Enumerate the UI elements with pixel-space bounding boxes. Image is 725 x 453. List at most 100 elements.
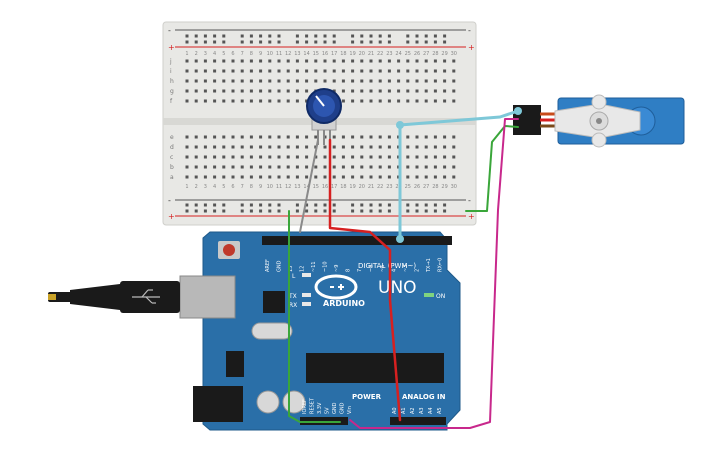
row-label: c [170, 154, 173, 161]
row-label: g [170, 88, 174, 95]
capacitor-1 [256, 390, 280, 414]
rail-minus-label: - [168, 26, 171, 35]
column-label: 24 [395, 51, 401, 57]
column-label: 28 [432, 184, 438, 190]
on-label: ON [436, 293, 445, 300]
usb-icon [132, 289, 160, 304]
column-label: 17 [331, 184, 337, 190]
power-pin-label: GND [340, 402, 346, 414]
column-label: 16 [322, 184, 328, 190]
analog-pin-label: A5 [437, 407, 443, 414]
led-rx [302, 302, 311, 306]
column-label: 8 [250, 184, 253, 190]
crystal [251, 322, 293, 340]
arduino-logo-icon [314, 274, 358, 300]
power-jack [193, 386, 243, 422]
digital-pin-label: ~11 [311, 261, 317, 272]
column-label: 4 [213, 184, 216, 190]
column-label: 11 [276, 184, 282, 190]
digital-pin-label: 7 [357, 269, 363, 272]
digital-pin-label: ~3 [403, 265, 409, 272]
rail-minus-label: - [468, 26, 471, 35]
row-label: d [170, 144, 174, 151]
wire-gray-signal [299, 139, 319, 233]
potentiometer[interactable] [306, 88, 342, 145]
column-label: 15 [313, 51, 319, 57]
power-pin-label: IOREF [302, 399, 308, 414]
led-l-label: L [292, 273, 296, 280]
column-label: 3 [204, 51, 207, 57]
column-label: 23 [386, 184, 392, 190]
column-label: 21 [368, 184, 374, 190]
column-label: 16 [322, 51, 328, 57]
column-label: 29 [441, 51, 447, 57]
row-label: h [170, 78, 174, 85]
model-label: UNO [378, 278, 417, 298]
row-label: f [170, 98, 173, 105]
column-label: 11 [276, 51, 282, 57]
digital-pin-label: 8 [346, 269, 352, 272]
digital-pin-label: RX←0 [438, 258, 444, 272]
rail-minus-label: - [168, 196, 171, 205]
column-label: 13 [294, 51, 300, 57]
wire-green-servo-gnd [465, 125, 519, 212]
row-label: j [169, 58, 172, 65]
column-label: 25 [405, 51, 411, 57]
column-label: 19 [349, 184, 355, 190]
digital-label: DIGITAL (PWM~) [358, 262, 416, 270]
column-label: 12 [285, 51, 291, 57]
column-label: 18 [340, 184, 346, 190]
led-l [302, 273, 311, 277]
rail-plus-label: + [168, 43, 175, 52]
column-label: 12 [285, 184, 291, 190]
column-label: 7 [241, 51, 244, 57]
column-label: 26 [414, 184, 420, 190]
digital-pin-label: ~6 [369, 265, 375, 272]
usb-cable [48, 281, 180, 313]
column-label: 17 [331, 51, 337, 57]
column-label: 2 [195, 51, 198, 57]
regulator [226, 351, 244, 377]
column-label: 7 [241, 184, 244, 190]
column-label: 4 [213, 51, 216, 57]
arduino-board: ARDUINO UNO ON DIGITAL (PWM~) POWER ANAL… [179, 231, 461, 431]
column-label: 20 [359, 51, 365, 57]
analog-pin-label: A0 [392, 407, 398, 414]
column-label: 2 [195, 184, 198, 190]
column-label: 25 [405, 184, 411, 190]
column-label: 1 [185, 51, 188, 57]
column-label: 5 [222, 184, 225, 190]
digital-pin-label: GND [277, 260, 283, 272]
led-tx [302, 293, 311, 297]
led-rx-label: RX [289, 302, 297, 309]
column-label: 15 [313, 184, 319, 190]
wires [288, 109, 520, 429]
servo-motor [513, 94, 685, 148]
usb-chip [263, 291, 285, 313]
reset-button-cap[interactable] [223, 244, 235, 256]
column-label: 20 [359, 184, 365, 190]
analog-pin-label: A4 [428, 407, 434, 414]
digital-pin-label: ~5 [380, 265, 386, 272]
row-label: i [170, 68, 172, 75]
column-label: 22 [377, 184, 383, 190]
column-label: 14 [303, 184, 309, 190]
column-label: 9 [259, 184, 262, 190]
column-label: 18 [340, 51, 346, 57]
digital-pin-label: 12 [300, 266, 306, 272]
column-label: 22 [377, 51, 383, 57]
digital-pin-label: 13 [288, 266, 294, 272]
column-label: 29 [441, 184, 447, 190]
column-label: 5 [222, 51, 225, 57]
analog-pin-label: A3 [419, 407, 425, 414]
column-label: 10 [267, 184, 273, 190]
row-label: e [170, 134, 174, 141]
column-label: 26 [414, 51, 420, 57]
brand-label: ARDUINO [323, 299, 365, 308]
column-label: 1 [185, 184, 188, 190]
column-label: 30 [451, 184, 457, 190]
atmega-chip [306, 353, 444, 383]
led-tx-label: TX [288, 293, 297, 300]
power-pin-label: 3.3V [317, 402, 323, 414]
